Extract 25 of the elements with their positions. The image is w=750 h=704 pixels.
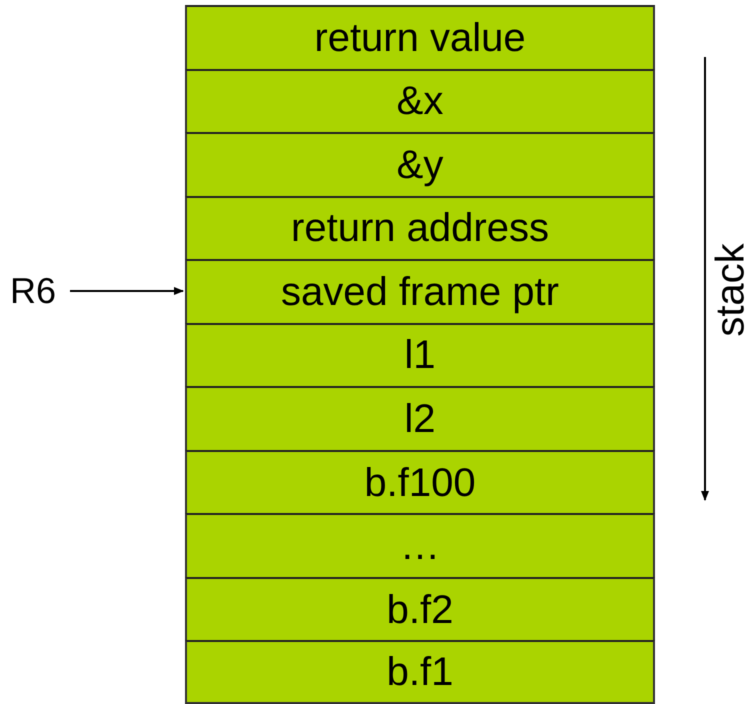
slot-label: b.f1 <box>386 652 454 692</box>
slot-label: return address <box>291 208 549 248</box>
stack-slot <box>185 5 655 69</box>
stack-slot <box>185 450 655 514</box>
stack-slot <box>185 196 655 260</box>
stack-slot <box>185 132 655 196</box>
slot-label: … <box>400 526 440 566</box>
stack-slot <box>185 322 655 386</box>
slot-label: &x <box>396 81 444 122</box>
register-label: R6 <box>10 272 56 309</box>
stack-slot <box>185 576 655 640</box>
slot-label: b.f2 <box>386 590 454 630</box>
slot-label: saved frame ptr <box>281 272 559 312</box>
stack-slot <box>185 640 655 704</box>
slot-label: l1 <box>404 335 436 376</box>
stack-slot <box>185 259 655 323</box>
stack-slot <box>185 386 655 450</box>
arrow <box>70 286 184 295</box>
slot-label: &y <box>396 144 444 185</box>
slot-label: b.f100 <box>364 462 476 503</box>
stack-slot <box>185 513 655 577</box>
slot-label: l2 <box>404 399 436 440</box>
slot-label: return value <box>314 18 526 58</box>
direction-label: stack <box>710 243 750 337</box>
stack-slot <box>185 68 655 132</box>
